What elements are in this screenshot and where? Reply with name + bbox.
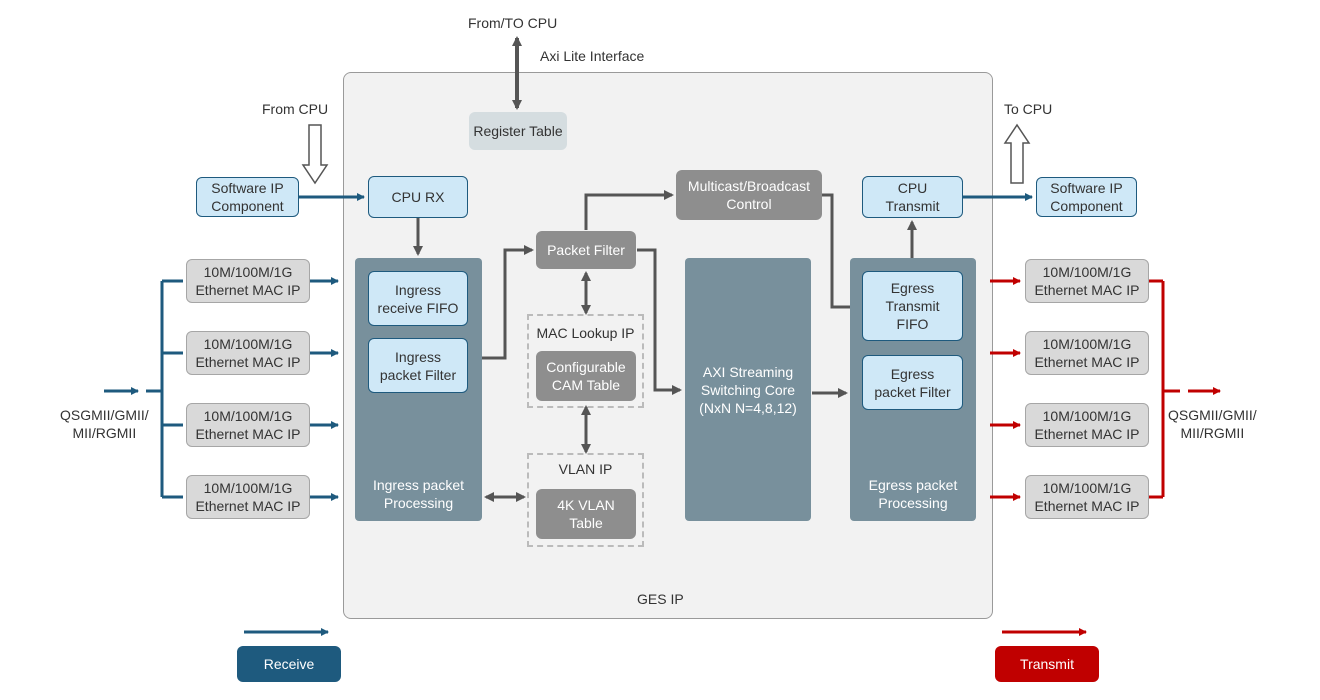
egress-processing-label: Egress packet Processing	[868, 477, 958, 511]
multicast-broadcast-control: Multicast/Broadcast Control	[676, 170, 822, 220]
ges-ip-label: GES IP	[637, 591, 684, 607]
cam-table: Configurable CAM Table	[536, 351, 636, 401]
mac-ip-right-1: 10M/100M/1G Ethernet MAC IP	[1025, 259, 1149, 303]
software-ip-left: Software IP Component	[196, 177, 299, 217]
mac-ip-right-2: 10M/100M/1G Ethernet MAC IP	[1025, 331, 1149, 375]
egress-packet-filter: Egress packet Filter	[862, 355, 963, 410]
from-cpu-label: From CPU	[262, 101, 329, 117]
receive-legend: Receive	[237, 646, 341, 682]
from-to-cpu-label: From/TO CPU	[468, 15, 558, 31]
mac-lookup-label: MAC Lookup IP	[536, 325, 635, 341]
vlan-group	[527, 453, 644, 547]
interface-label-right: QSGMII/GMII/ MII/RGMII	[1168, 407, 1257, 441]
mac-ip-right-4: 10M/100M/1G Ethernet MAC IP	[1025, 475, 1149, 519]
transmit-legend: Transmit	[995, 646, 1099, 682]
cpu-transmit: CPU Transmit	[862, 176, 963, 218]
mac-ip-left-1: 10M/100M/1G Ethernet MAC IP	[186, 259, 310, 303]
packet-filter: Packet Filter	[536, 231, 636, 269]
cpu-rx: CPU RX	[368, 176, 468, 218]
vlan-table: 4K VLAN Table	[536, 489, 636, 539]
mac-ip-left-4: 10M/100M/1G Ethernet MAC IP	[186, 475, 310, 519]
from-cpu-hollow-arrow	[301, 124, 329, 185]
ingress-processing-label: Ingress packet Processing	[372, 477, 465, 511]
interface-label-left: QSGMII/GMII/ MII/RGMII	[60, 407, 149, 441]
ingress-receive-fifo: Ingress receive FIFO	[368, 271, 468, 326]
to-cpu-hollow-arrow	[1003, 123, 1031, 184]
axi-lite-label: Axi Lite Interface	[540, 48, 645, 64]
software-ip-right: Software IP Component	[1036, 177, 1137, 217]
mac-ip-right-3: 10M/100M/1G Ethernet MAC IP	[1025, 403, 1149, 447]
mac-ip-left-2: 10M/100M/1G Ethernet MAC IP	[186, 331, 310, 375]
ingress-packet-filter: Ingress packet Filter	[368, 338, 468, 393]
switching-core: AXI Streaming Switching Core (NxN N=4,8,…	[685, 258, 811, 521]
egress-transmit-fifo: Egress Transmit FIFO	[862, 271, 963, 341]
to-cpu-label: To CPU	[1004, 101, 1053, 117]
mac-ip-left-3: 10M/100M/1G Ethernet MAC IP	[186, 403, 310, 447]
register-table: Register Table	[469, 112, 567, 150]
vlan-ip-label: VLAN IP	[558, 461, 613, 477]
